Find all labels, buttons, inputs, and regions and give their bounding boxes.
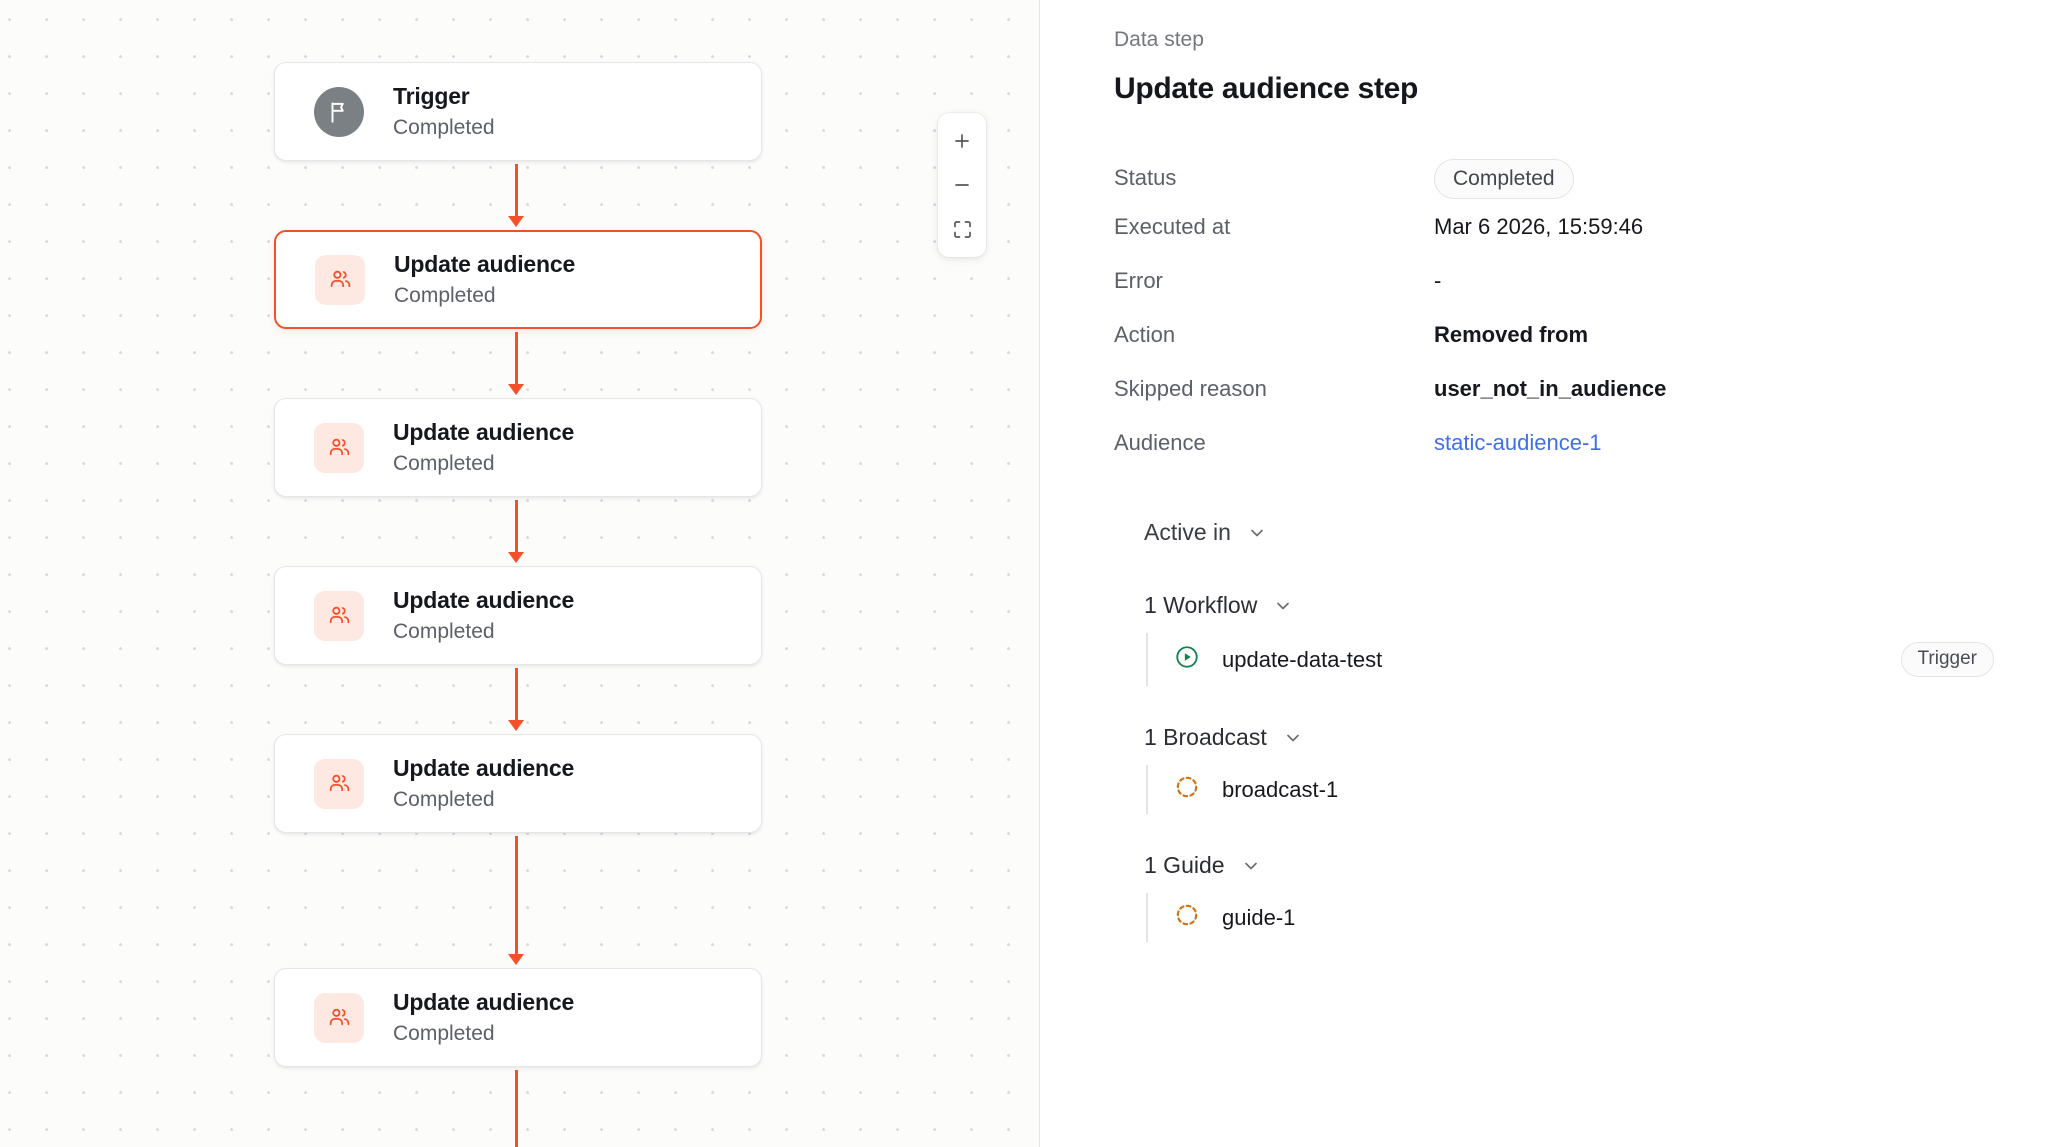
node-title: Update audience (393, 587, 575, 613)
active-in-groups: 1 Workflow update-data-test Trigger 1 Broad… (1144, 584, 1994, 972)
chevron-down-icon (1247, 523, 1267, 543)
detail-label: Status (1114, 165, 1177, 191)
flow-edge (515, 1070, 518, 1147)
item-badge: Trigger (1900, 642, 1994, 678)
detail-label: Action (1114, 322, 1176, 348)
detail-label: Skipped reason (1114, 376, 1267, 402)
active-in-section: Active in 1 Workflow update-data-test Trig… (1114, 511, 1994, 972)
group-label: 1 Guide (1144, 852, 1225, 879)
group-items: broadcast-1 (1144, 765, 1994, 815)
users-icon (314, 422, 364, 473)
chevron-down-icon (1283, 728, 1303, 748)
group-label: 1 Broadcast (1144, 724, 1267, 751)
flow-edge (515, 332, 518, 385)
flow-edge (515, 668, 518, 721)
flow-edge-arrowhead (508, 720, 524, 731)
active-in-group-toggle[interactable]: 1 Workflow (1144, 584, 1994, 627)
node-title: Update audience (393, 419, 575, 445)
fit-view-button[interactable] (938, 207, 986, 251)
detail-value: Removed from (1434, 322, 1589, 348)
audience-link[interactable]: static-audience-1 (1434, 430, 1602, 456)
detail-row: Audience static-audience-1 (1114, 429, 1994, 483)
node-title: Update audience (393, 755, 575, 781)
active-in-label: Active in (1144, 519, 1231, 546)
flow-edge-arrowhead (508, 954, 524, 965)
list-item[interactable]: guide-1 (1146, 893, 1994, 943)
status-badge: Completed (1434, 159, 1574, 200)
flow-edge-arrowhead (508, 552, 524, 563)
item-label: guide-1 (1222, 904, 1296, 930)
dashed-circle-icon (1174, 902, 1200, 933)
node-status: Completed (393, 451, 495, 475)
item-label: update-data-test (1222, 646, 1383, 672)
node-title: Update audience (394, 251, 576, 277)
detail-row: Error - (1114, 267, 1994, 321)
group-items: guide-1 (1144, 893, 1994, 943)
flow-edge (515, 836, 518, 955)
node-status: Completed (393, 115, 495, 139)
detail-value: - (1434, 268, 1442, 294)
detail-row: Executed at Mar 6 2026, 15:59:46 (1114, 213, 1994, 267)
detail-row: Skipped reason user_not_in_audience (1114, 375, 1994, 429)
users-icon (315, 254, 365, 305)
detail-label: Audience (1114, 430, 1206, 456)
zoom-in-button[interactable] (938, 119, 986, 163)
flow-edge (515, 164, 518, 217)
zoom-controls (938, 113, 986, 257)
play-circle-icon (1174, 644, 1200, 675)
node-title: Update audience (393, 989, 575, 1015)
list-item[interactable]: broadcast-1 (1146, 765, 1994, 815)
active-in-group-toggle[interactable]: 1 Guide (1144, 844, 1994, 887)
panel-eyebrow: Data step (1114, 28, 1204, 51)
group-items: update-data-test Trigger (1144, 633, 1994, 687)
chevron-down-icon (1241, 856, 1261, 876)
node-status: Completed (394, 283, 496, 307)
zoom-out-button[interactable] (938, 163, 986, 207)
detail-value: Mar 6 2026, 15:59:46 (1434, 214, 1644, 240)
flow-edge-arrowhead (508, 384, 524, 395)
detail-value: user_not_in_audience (1434, 376, 1667, 402)
chevron-down-icon (1273, 596, 1293, 616)
node-status: Completed (393, 1021, 495, 1045)
users-icon (314, 590, 364, 641)
item-label: broadcast-1 (1222, 776, 1339, 802)
group-label: 1 Workflow (1144, 592, 1258, 619)
details-panel: Data step Update audience step Status Com… (1040, 0, 2048, 1147)
detail-row: Action Removed from (1114, 321, 1994, 375)
detail-row: Status Completed (1114, 159, 1994, 213)
users-icon (314, 758, 364, 809)
page-title: Update audience step (1114, 72, 1419, 106)
active-in-toggle[interactable]: Active in (1144, 511, 1994, 554)
active-in-group-toggle[interactable]: 1 Broadcast (1144, 716, 1994, 759)
detail-label: Error (1114, 268, 1163, 294)
flow-edge-arrowhead (508, 216, 524, 227)
dashed-circle-icon (1174, 774, 1200, 805)
node-status: Completed (393, 619, 495, 643)
flag-icon (314, 86, 364, 137)
flow-edge (515, 500, 518, 553)
users-icon (314, 992, 364, 1043)
node-status: Completed (393, 787, 495, 811)
detail-label: Executed at (1114, 214, 1231, 240)
node-title: Trigger (393, 83, 470, 109)
list-item[interactable]: update-data-test Trigger (1146, 633, 1994, 687)
